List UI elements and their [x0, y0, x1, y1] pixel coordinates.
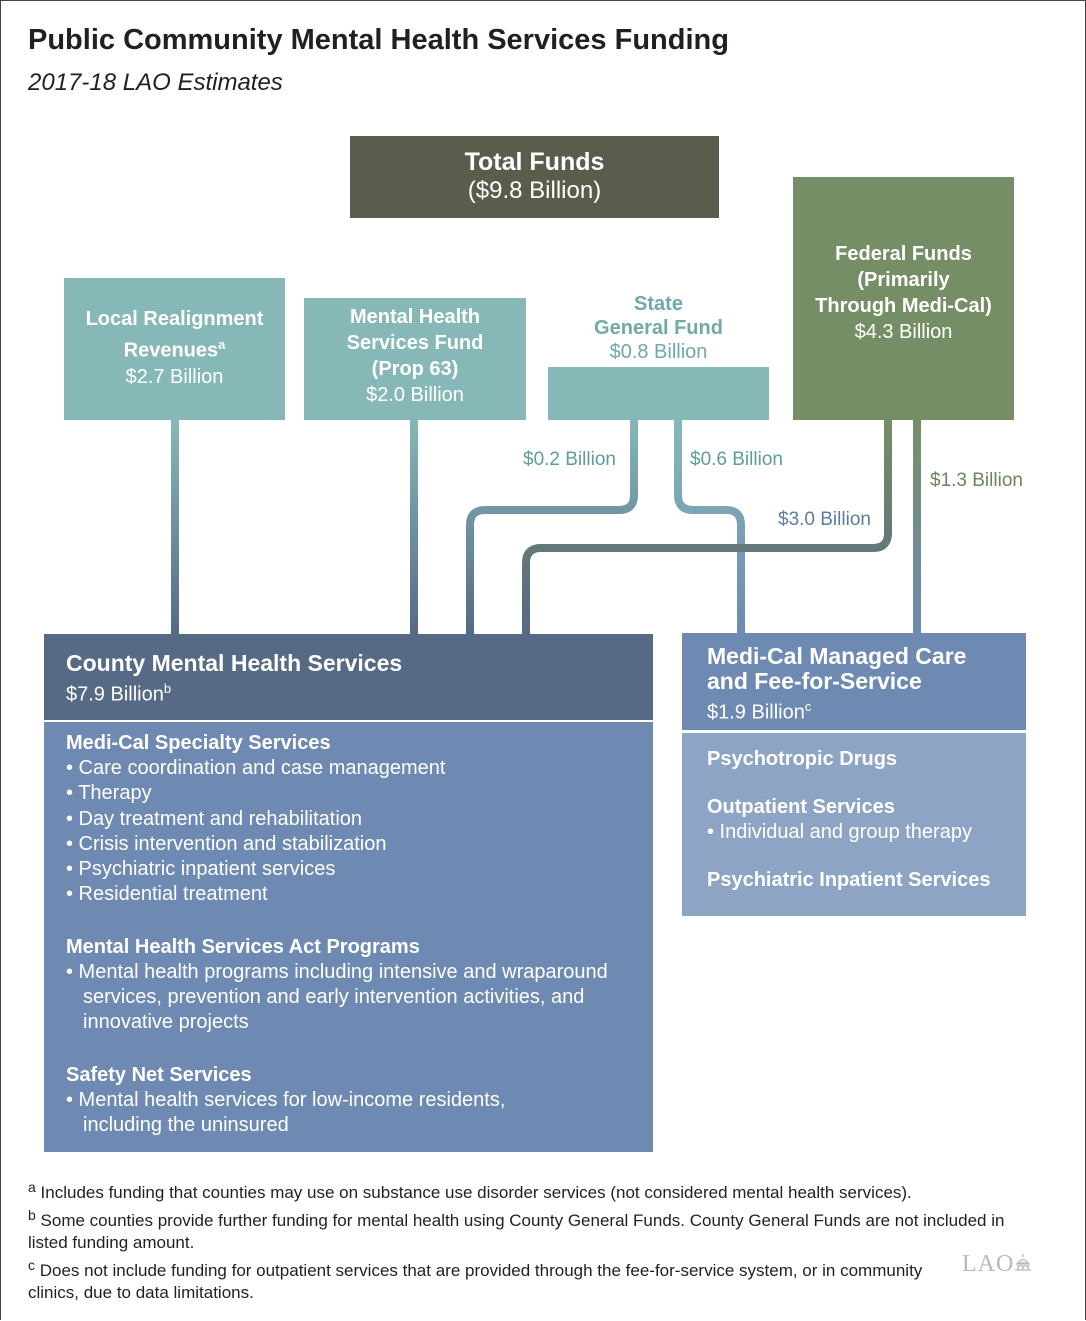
total-funds-box: Total Funds ($9.8 Billion): [350, 136, 719, 218]
medical-section-heading: Outpatient Services: [707, 796, 895, 818]
footnote-c: c Does not include funding for outpatien…: [28, 1254, 928, 1304]
medical-section-heading: Psychiatric Inpatient Services: [707, 869, 991, 892]
footnote-b: b Some counties provide further funding …: [28, 1204, 1018, 1254]
county-services-header: County Mental Health Services $7.9 Billi…: [44, 634, 653, 720]
flow-state-to-medical: [674, 420, 745, 634]
mhsf-box: Mental Health Services Fund (Prop 63) $2…: [304, 298, 526, 420]
list-item: • Residential treatment: [66, 883, 268, 906]
federal-title-line3: Through Medi-Cal): [815, 295, 992, 317]
local-realignment-title: Local Realignment Revenuesa: [64, 306, 285, 364]
county-services-title: County Mental Health Services: [66, 650, 403, 676]
federal-title-line1: Federal Funds: [835, 243, 972, 265]
state-general-fund-label: State General Fund $0.8 Billion: [548, 292, 769, 364]
medical-managed-care-header: Medi-Cal Managed Care and Fee-for-Servic…: [682, 633, 1026, 730]
figure-title: Public Community Mental Health Services …: [28, 24, 729, 56]
list-item: • Crisis intervention and stabilization: [66, 832, 387, 855]
state-gf-title-line2: General Fund: [594, 317, 723, 339]
flow-label-federal-medical: $1.3 Billion: [930, 470, 1023, 491]
medical-amount: $1.9 Billion: [707, 701, 805, 724]
medical-amount-line: $1.9 Billionc: [707, 694, 1026, 726]
list-item: • Care coordination and case management: [66, 757, 446, 779]
capitol-dome-icon: [1015, 1254, 1032, 1271]
list-item: • Therapy: [66, 782, 152, 805]
mhsf-amount: $2.0 Billion: [366, 384, 464, 406]
flow-state-to-county: [466, 420, 638, 634]
total-funds-title: Total Funds: [464, 148, 605, 176]
total-funds-amount: ($9.8 Billion): [467, 177, 602, 204]
mhsf-title-line3: (Prop 63): [371, 358, 459, 380]
county-services-amount-line: $7.9 Billionb: [66, 676, 653, 708]
federal-funds-box: Federal Funds (Primarily Through Medi-Ca…: [793, 177, 1014, 420]
medical-managed-care-body: Psychotropic Drugs Outpatient Services •…: [682, 733, 1026, 916]
footnote-mark: a: [28, 1179, 36, 1195]
medical-section-heading: Psychotropic Drugs: [707, 748, 898, 770]
figure-subtitle: 2017-18 LAO Estimates: [28, 69, 283, 96]
list-item: • Mental health services for low-income …: [66, 1088, 506, 1136]
footnote-text: Includes funding that counties may use o…: [40, 1183, 912, 1202]
mhsf-title-line1: Mental Health: [349, 306, 481, 328]
footnote-ref-a: a: [218, 337, 226, 352]
footnote-a: a Includes funding that counties may use…: [28, 1176, 1028, 1204]
flow-federal-to-county: [522, 420, 892, 634]
footnote-mark: c: [28, 1257, 35, 1273]
state-gf-amount: $0.8 Billion: [609, 341, 708, 363]
local-realignment-amount: $2.7 Billion: [125, 365, 224, 388]
county-section-heading: Medi-Cal Specialty Services: [66, 732, 331, 754]
footnote-ref-b: b: [163, 681, 172, 696]
lao-logo-text: LAO: [962, 1251, 1015, 1277]
footnote-text: Some counties provide further funding fo…: [28, 1211, 1005, 1252]
footnote-ref-c: c: [804, 699, 812, 714]
state-general-fund-box: [548, 367, 769, 420]
state-gf-title-line1: State: [634, 293, 683, 315]
local-realignment-title-text: Local Realignment Revenues: [85, 308, 264, 362]
flow-label-state-medical: $0.6 Billion: [690, 449, 783, 470]
list-item: • Day treatment and rehabilitation: [66, 807, 363, 830]
county-section-heading: Mental Health Services Act Programs: [66, 935, 420, 958]
county-services-body: Medi-Cal Specialty Services • Care coord…: [44, 722, 653, 1152]
lao-logo: LAO: [962, 1251, 1032, 1278]
list-item: • Individual and group therapy: [707, 821, 972, 843]
federal-amount: $4.3 Billion: [854, 321, 953, 343]
medical-title-line1: Medi-Cal Managed Care: [707, 643, 967, 669]
list-item: • Mental health programs including inten…: [66, 960, 608, 1034]
flow-label-federal-county: $3.0 Billion: [778, 509, 871, 530]
flow-label-state-county: $0.2 Billion: [523, 449, 616, 470]
local-realignment-box: Local Realignment Revenuesa $2.7 Billion: [64, 278, 285, 420]
footnote-mark: b: [28, 1207, 36, 1223]
footnote-text: Does not include funding for outpatient …: [28, 1261, 923, 1302]
medical-title-line2: and Fee-for-Service: [707, 668, 922, 694]
county-section-heading: Safety Net Services: [66, 1063, 252, 1086]
federal-title-line2: (Primarily: [857, 269, 950, 291]
mhsf-title-line2: Services Fund: [346, 332, 484, 354]
list-item: • Psychiatric inpatient services: [66, 858, 336, 881]
county-services-amount: $7.9 Billion: [66, 683, 164, 706]
